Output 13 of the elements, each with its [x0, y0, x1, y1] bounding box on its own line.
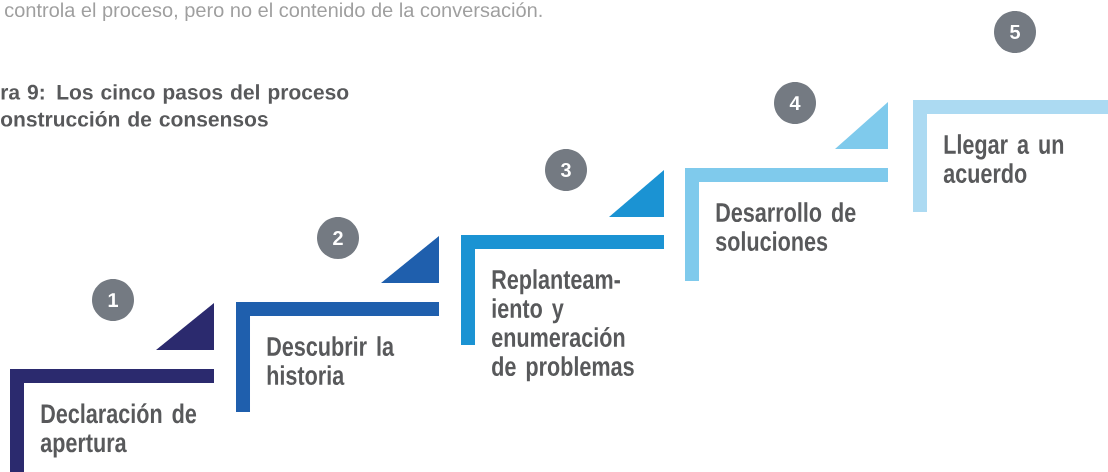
step-bracket: Desarrollo de soluciones	[685, 168, 888, 281]
number-badge: 1	[92, 279, 134, 321]
step-bracket: Descubrir la historia	[236, 302, 439, 412]
step-bracket: Llegar a un acuerdo	[913, 100, 1108, 212]
number-badge: 3	[545, 149, 587, 191]
step-bracket: Declaración de apertura	[10, 369, 214, 472]
figure-title: ra 9: Los cinco pasos del proceso onstrucción de consensos	[1, 84, 349, 127]
number-badge: 2	[317, 217, 359, 259]
intro-text: controla el proceso, pero no el contenido de la conversación.	[5, 2, 542, 22]
number-badge: 4	[774, 82, 816, 124]
number-badge: 5	[994, 11, 1036, 53]
step-bracket: Replanteam- iento y enumeración de problemas	[461, 235, 664, 382]
node-label: de problemas	[492, 356, 634, 382]
